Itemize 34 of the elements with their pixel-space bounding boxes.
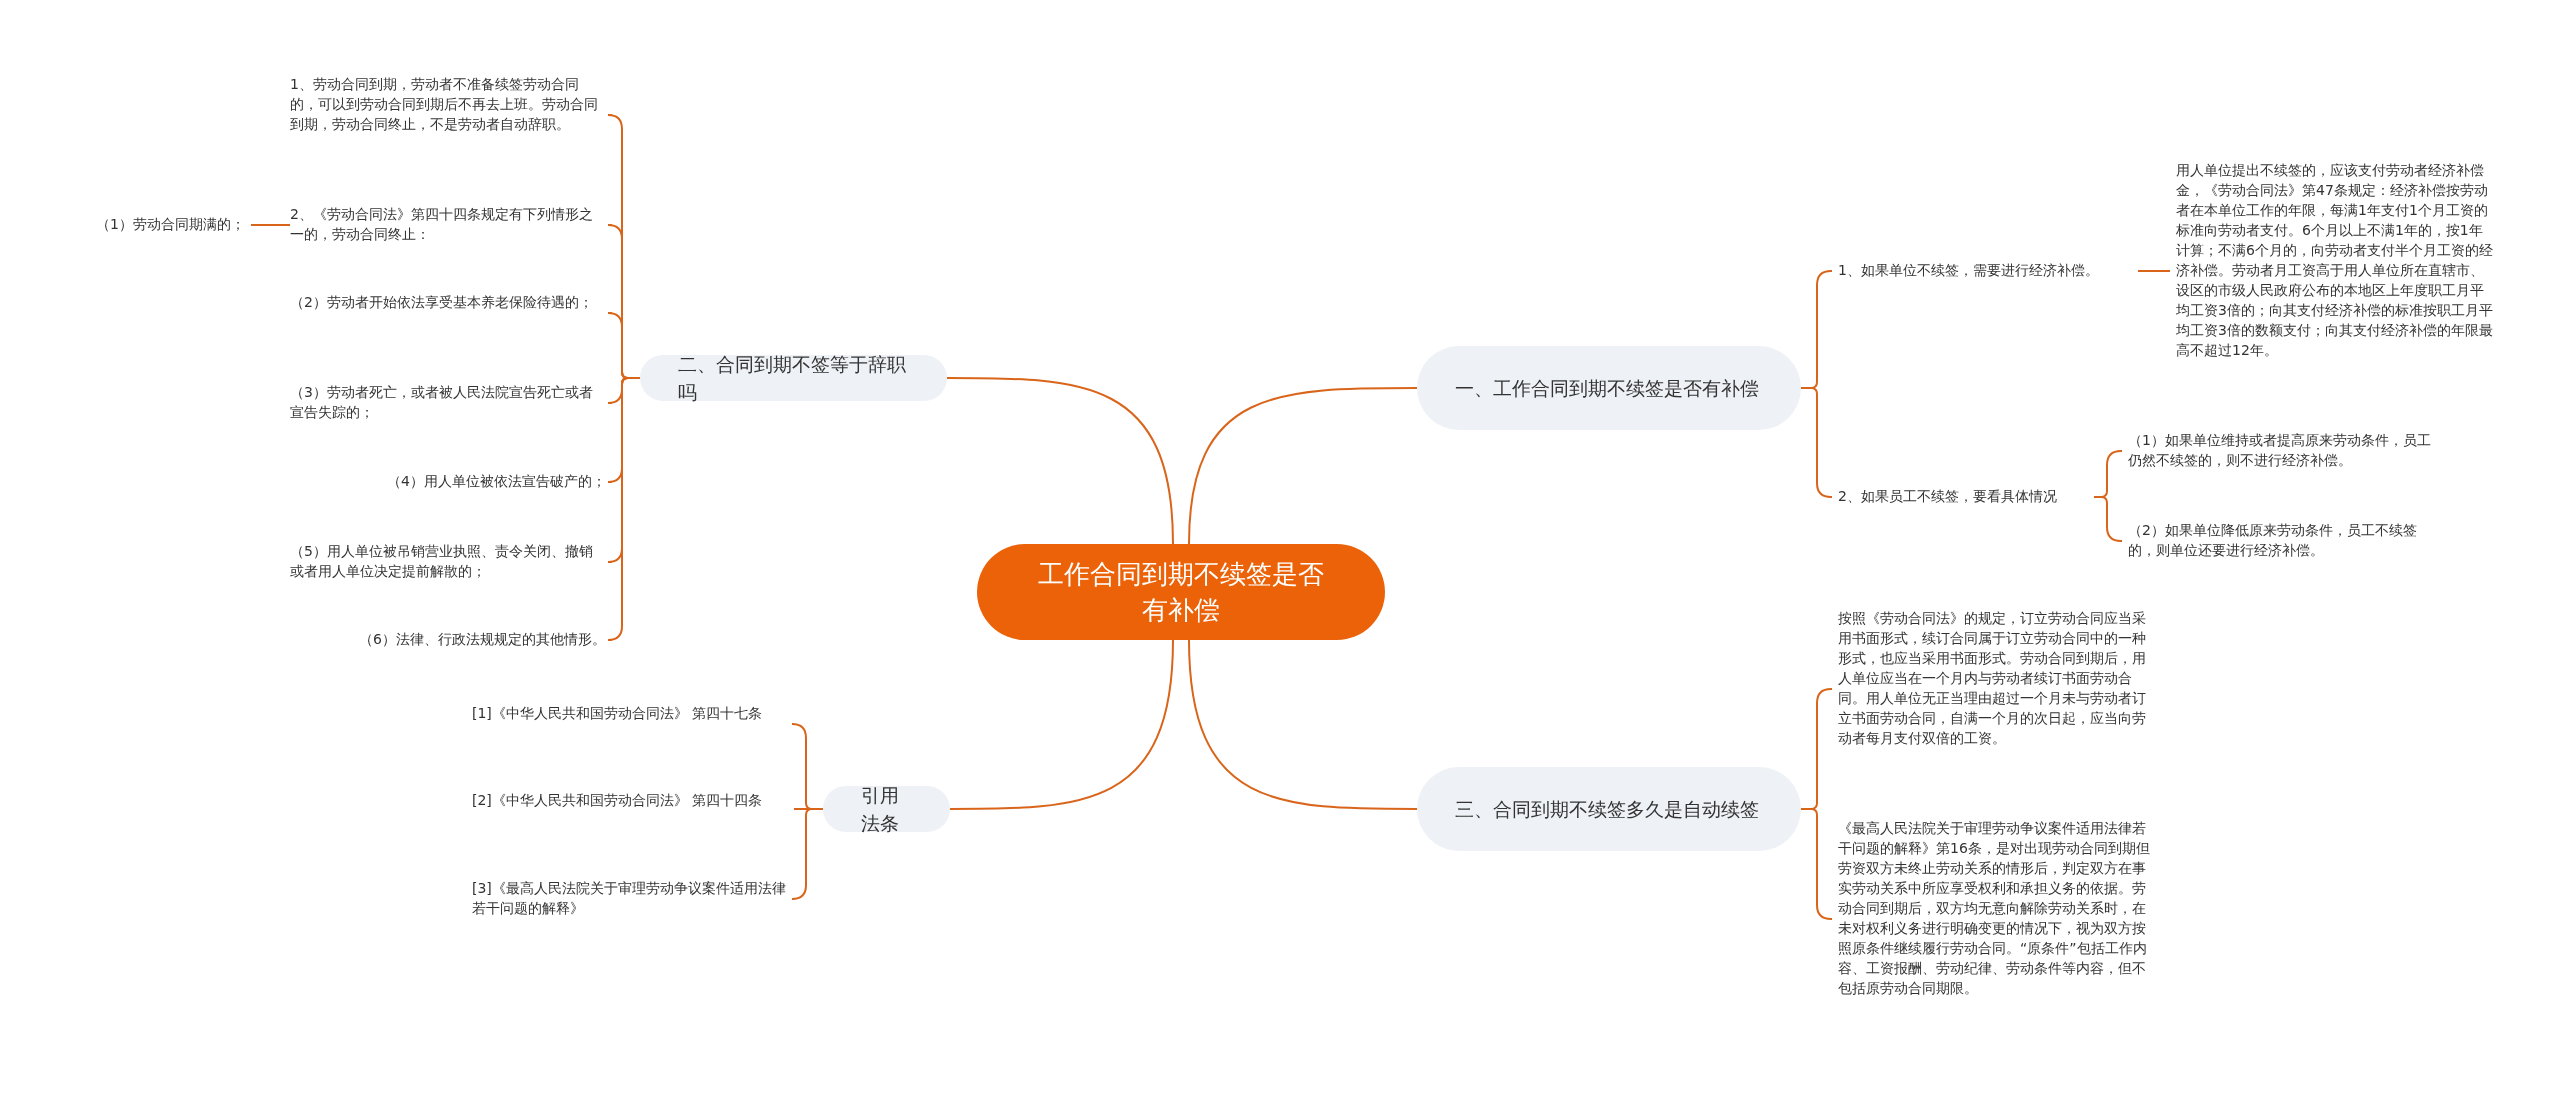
topic-box: 一、工作合同到期不续签是否有补偿 <box>1417 346 1801 430</box>
note-text: （1）劳动合同期满的； <box>70 214 245 234</box>
connector-line <box>949 639 1174 810</box>
note-text: （2）如果单位降低原来劳动条件，员工不续签的，则单位还要进行经济补偿。 <box>2128 520 2444 560</box>
note-text: （3）劳动者死亡，或者被人民法院宣告死亡或者宣告失踪的； <box>290 382 606 422</box>
topic-box: 三、合同到期不续签多久是自动续签 <box>1417 767 1801 851</box>
note-text: 2、《劳动合同法》第四十四条规定有下列情形之一的，劳动合同终止： <box>290 204 606 244</box>
note-text: （2）劳动者开始依法享受基本养老保险待遇的； <box>290 292 606 312</box>
note-text: 按照《劳动合同法》的规定，订立劳动合同应当采用书面形式，续订合同属于订立劳动合同中的一种形式，也应当采用书面形式。劳动合同到期后，用人单位应当在一个月内与劳动者续订书面劳动合同。用人单位无正当理由超过一个月未与劳动者订立书面劳动合同，自满一个月的次日起，应当向劳动者每月支付双倍的工资。 <box>1838 608 2154 748</box>
connector-line <box>1188 639 1418 810</box>
connector-line <box>607 377 641 641</box>
note-text: 1、劳动合同到期，劳动者不准备续签劳动合同的，可以到劳动合同到期后不再去上班。劳动合同到期，劳动合同终止，不是劳动者自动辞职。 <box>290 74 606 134</box>
note-text: （6）法律、行政法规规定的其他情形。 <box>300 629 606 649</box>
connector-line <box>1188 387 1418 545</box>
connector-line <box>791 808 824 900</box>
connector-line <box>946 377 1174 545</box>
note-text: 2、如果员工不续签，要看具体情况 <box>1838 486 2094 506</box>
connector-line <box>1800 808 1833 920</box>
connector-line <box>2137 270 2171 272</box>
topic-box: 二、合同到期不签等于辞职吗 <box>640 355 947 401</box>
connector-line <box>2093 496 2123 542</box>
note-text: （1）如果单位维持或者提高原来劳动条件，员工仍然不续签的，则不进行经济补偿。 <box>2128 430 2444 470</box>
note-text: [1]《中华人民共和国劳动合同法》 第四十七条 <box>472 703 788 723</box>
central-topic: 工作合同到期不续签是否有补偿 <box>977 544 1385 640</box>
note-text: （4）用人单位被依法宣告破产的； <box>330 471 606 491</box>
note-text: 1、如果单位不续签，需要进行经济补偿。 <box>1838 260 2138 280</box>
topic-box: 引用法条 <box>823 786 950 832</box>
note-text: [3]《最高人民法院关于审理劳动争议案件适用法律若干问题的解释》 <box>472 878 788 918</box>
note-text: 《最高人民法院关于审理劳动争议案件适用法律若干问题的解释》第16条，是对出现劳动合同到期但劳资双方未终止劳动关系的情形后，判定双方在事实劳动关系中所应享受权利和承担义务的依据。劳动合同到期后，双方均无意向解除劳动关系时，在未对权利义务进行明确变更的情况下，视为双方按照原条件继续履行劳动合同。“原条件”包括工作内容、工资报酬、劳动纪律、劳动条件等内容，但不包括原劳动合同期限。 <box>1838 818 2154 998</box>
connector-line <box>1800 387 1833 498</box>
connector-line <box>250 224 291 226</box>
note-text: 用人单位提出不续签的，应该支付劳动者经济补偿金，《劳动合同法》第47条规定：经济补偿按劳动者在本单位工作的年限，每满1年支付1个月工资的标准向劳动者支付。6个月以上不满1年的，按1年计算；不满6个月的，向劳动者支付半个月工资的经济补偿。劳动者月工资高于用人单位所在直辖市、设区的市级人民政府公布的本地区上年度职工月平均工资3倍的；向其支付经济补偿的标准按职工月平均工资3倍的数额支付；向其支付经济补偿的年限最高不超过12年。 <box>2176 160 2494 360</box>
note-text: [2]《中华人民共和国劳动合同法》 第四十四条 <box>472 790 788 810</box>
note-text: （5）用人单位被吊销营业执照、责令关闭、撤销或者用人单位决定提前解散的； <box>290 541 606 581</box>
